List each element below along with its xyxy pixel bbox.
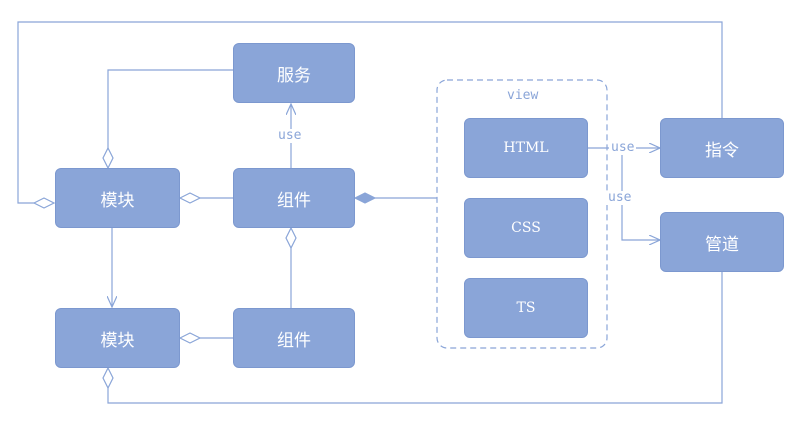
edge-service-to-module-top [107,69,233,148]
edge-label-component-service: use [276,128,304,143]
view-item-ts[interactable]: TS [464,278,588,338]
diamond-component-top-lower [285,226,297,250]
service-node[interactable]: 服务 [233,43,355,103]
diamond-module-bottom-lower [102,366,114,390]
view-item-html[interactable]: HTML [464,118,588,178]
diamond-module-bottom-right [178,332,202,344]
diamond-module-top-right [178,192,202,204]
edge-label-html-directive: use [609,140,637,155]
edge-label-html-pipe: use [606,190,634,205]
component-bottom-node[interactable]: 组件 [233,308,355,368]
filled-diamond-component-top [353,192,377,204]
pipe-node[interactable]: 管道 [660,212,784,272]
module-top-node[interactable]: 模块 [55,168,180,228]
diamond-module-top-left [32,197,56,209]
view-label: view [507,88,539,103]
component-top-node[interactable]: 组件 [233,168,355,228]
view-item-css[interactable]: CSS [464,198,588,258]
edge-directive-to-module-top [17,21,723,204]
directive-node[interactable]: 指令 [660,118,784,178]
diamond-module-top-upper [102,146,114,170]
edge-html-to-pipe [621,148,660,240]
edge-pipe-to-module-bottom [107,272,723,404]
view-container [436,79,608,349]
module-bottom-node[interactable]: 模块 [55,308,180,368]
